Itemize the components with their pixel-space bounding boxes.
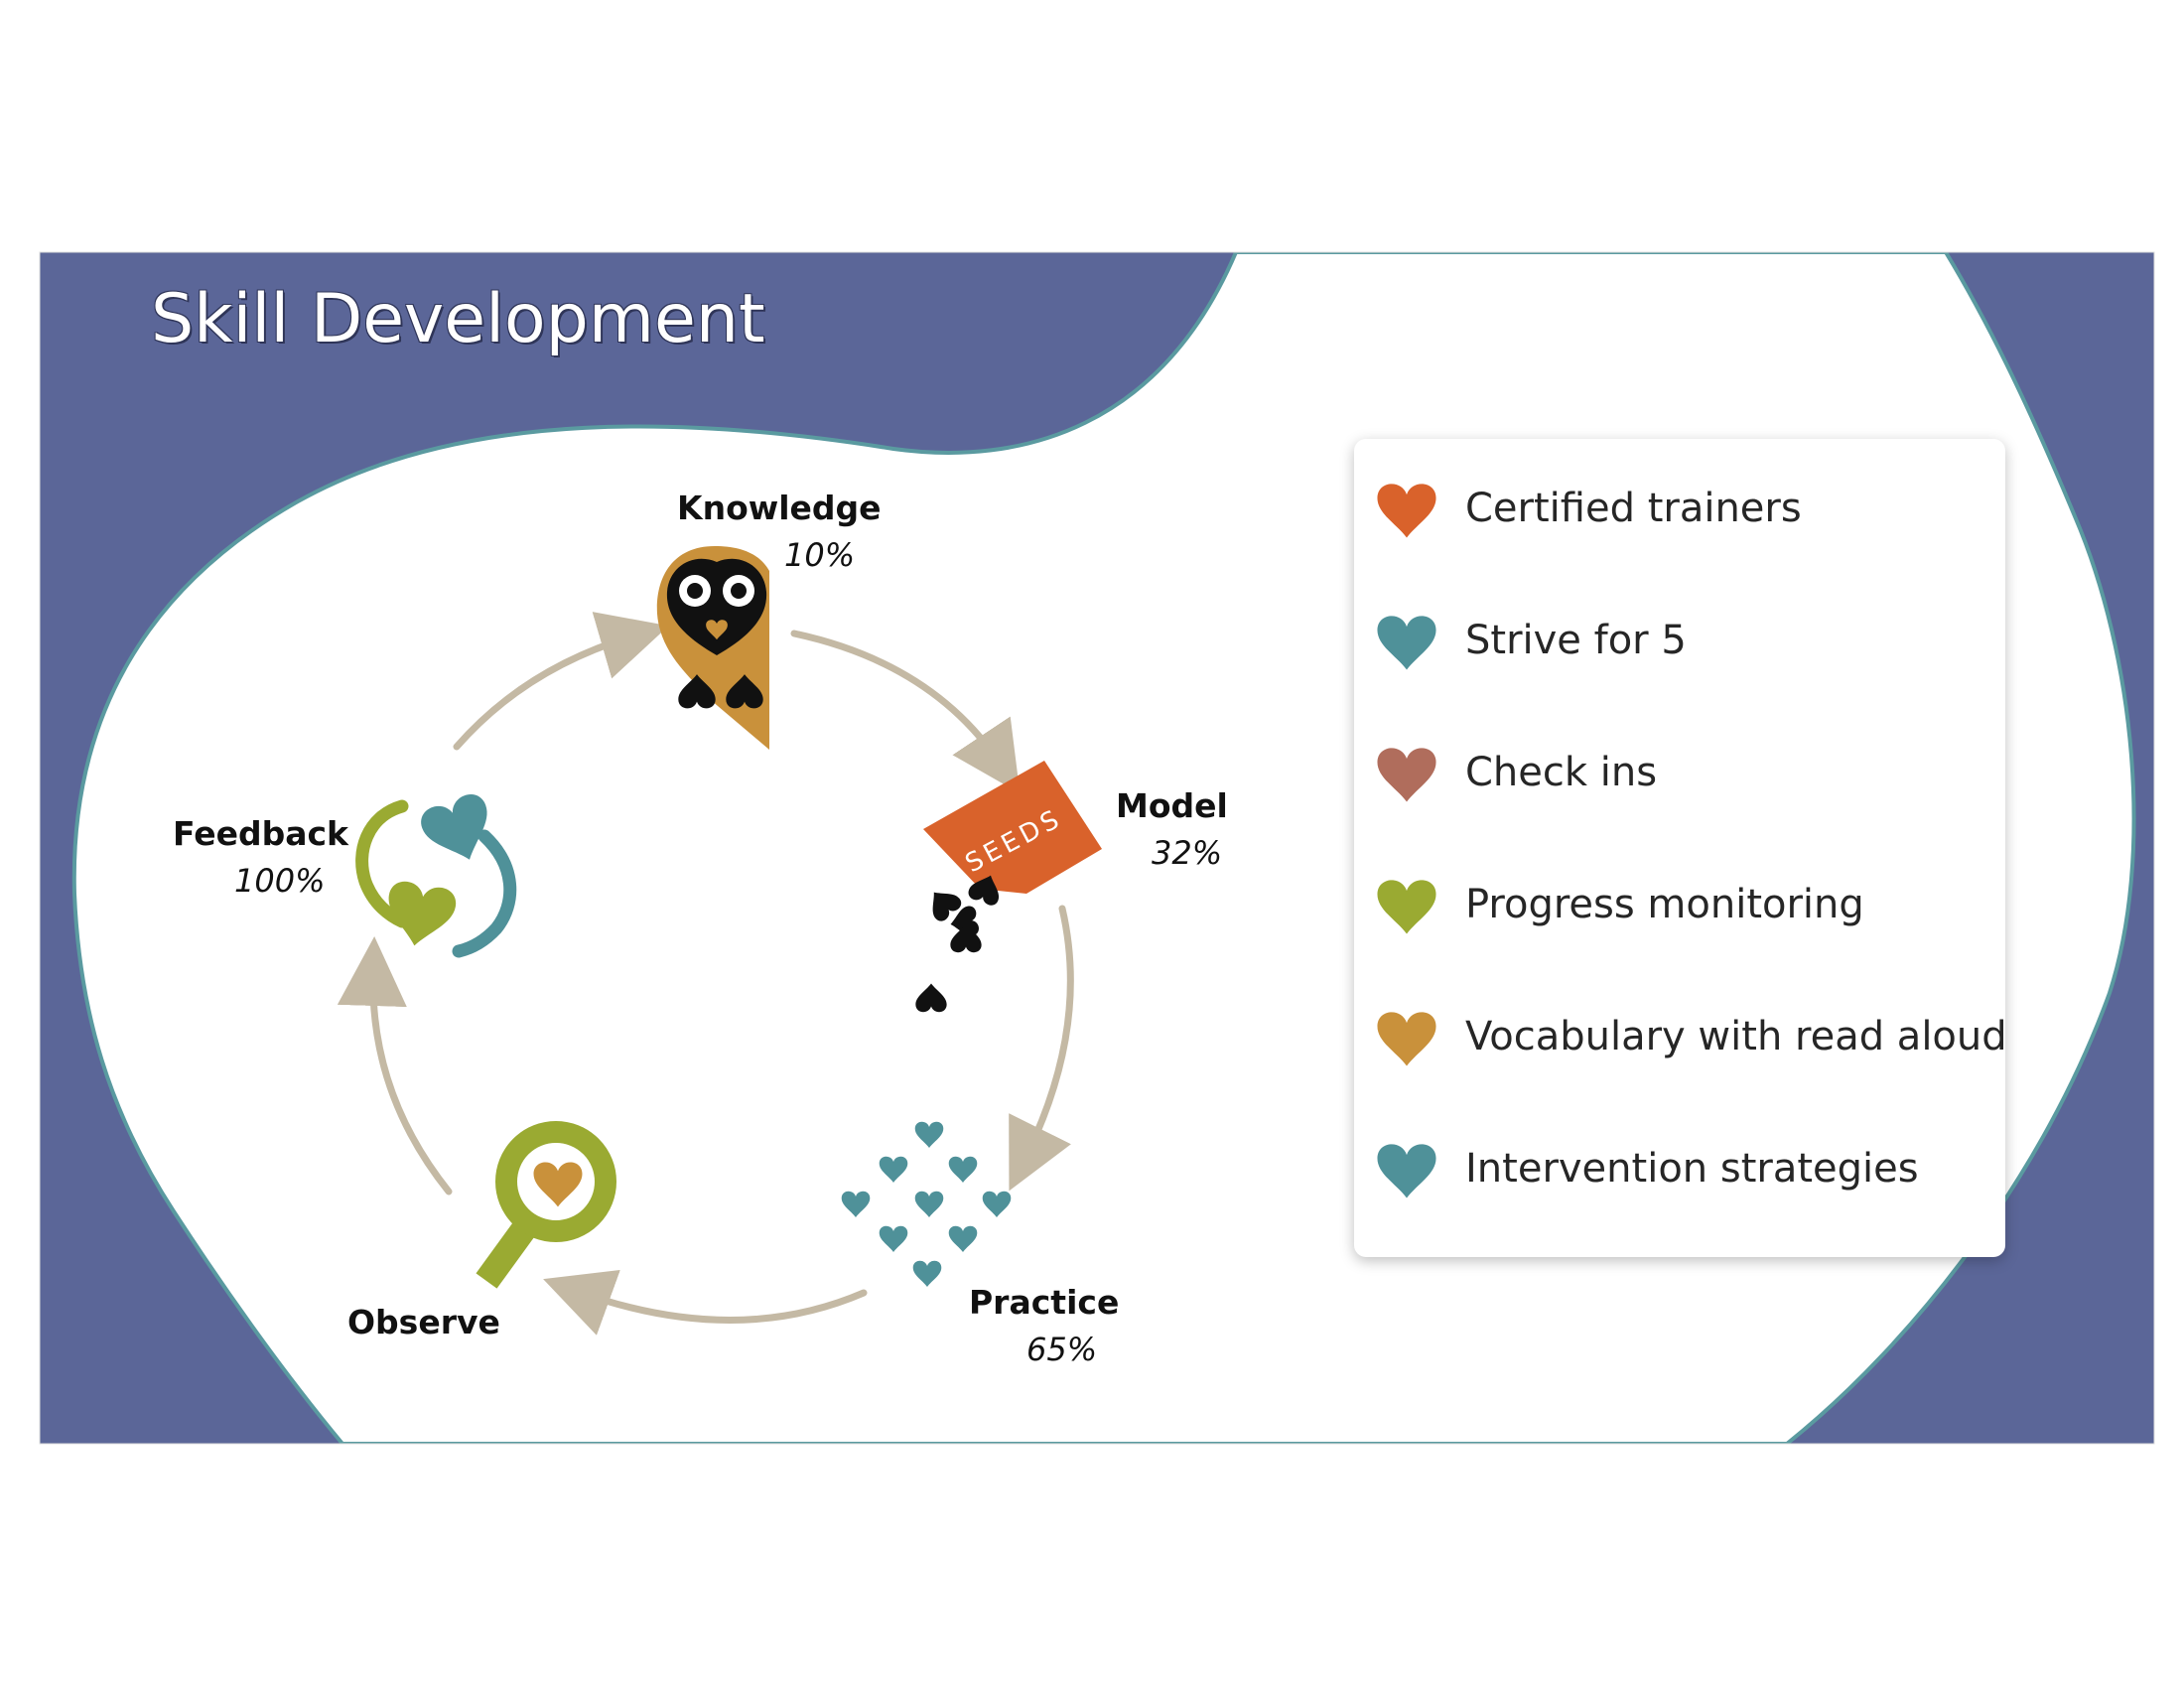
page-title: Skill Development <box>151 280 765 358</box>
heart-icon <box>1377 484 1436 538</box>
legend-item-strive-for-5: Strive for 5 <box>1372 601 1687 680</box>
legend-label: Progress monitoring <box>1465 882 1864 927</box>
legend-label: Vocabulary with read aloud <box>1465 1014 2007 1059</box>
owl-icon <box>656 546 769 750</box>
legend-label: Intervention strategies <box>1465 1146 1919 1192</box>
stage-percent-practice: 65% <box>1026 1331 1098 1368</box>
heart-icon <box>1377 1012 1436 1066</box>
magnifier-heart-icon <box>476 1121 616 1289</box>
legend-item-certified-trainers: Certified trainers <box>1372 469 1802 548</box>
seeds-packet-icon: SEEDS <box>915 761 1102 1013</box>
legend-item-intervention-strategies: Intervention strategies <box>1372 1129 1919 1208</box>
stage-label-practice: Practice <box>969 1283 1120 1322</box>
arrow-practice-to-observe <box>543 1270 868 1336</box>
legend-label: Certified trainers <box>1465 486 1802 531</box>
arrow-feedback-to-knowledge <box>453 612 669 751</box>
legend-item-check-ins: Check ins <box>1372 733 1657 812</box>
feedback-cycle-icon <box>355 789 517 958</box>
arrow-observe-to-feedback <box>337 936 453 1196</box>
legend-card: Certified trainers Strive for 5 Check in… <box>1354 439 2007 1257</box>
stage-percent-knowledge: 10% <box>784 536 856 574</box>
stage-label-model: Model <box>1116 786 1228 825</box>
legend-item-vocabulary: Vocabulary with read aloud <box>1372 997 2007 1076</box>
stage-label-knowledge: Knowledge <box>677 489 882 527</box>
arrow-knowledge-to-model <box>790 630 1021 794</box>
stage-percent-model: 32% <box>1152 834 1223 872</box>
stage-label-observe: Observe <box>347 1303 500 1341</box>
legend-label: Strive for 5 <box>1465 618 1687 663</box>
arrow-model-to-practice <box>1009 905 1074 1192</box>
heart-icon <box>1377 616 1436 670</box>
stage-label-feedback: Feedback <box>173 814 348 853</box>
cycle-arrows <box>337 612 1074 1336</box>
legend-item-progress-monitoring: Progress monitoring <box>1372 865 1864 944</box>
heart-icon <box>1377 748 1436 802</box>
stage-percent-feedback: 100% <box>234 862 326 900</box>
legend-label: Check ins <box>1465 750 1658 795</box>
heart-icon <box>1377 880 1436 934</box>
heart-icon <box>1377 1144 1436 1198</box>
